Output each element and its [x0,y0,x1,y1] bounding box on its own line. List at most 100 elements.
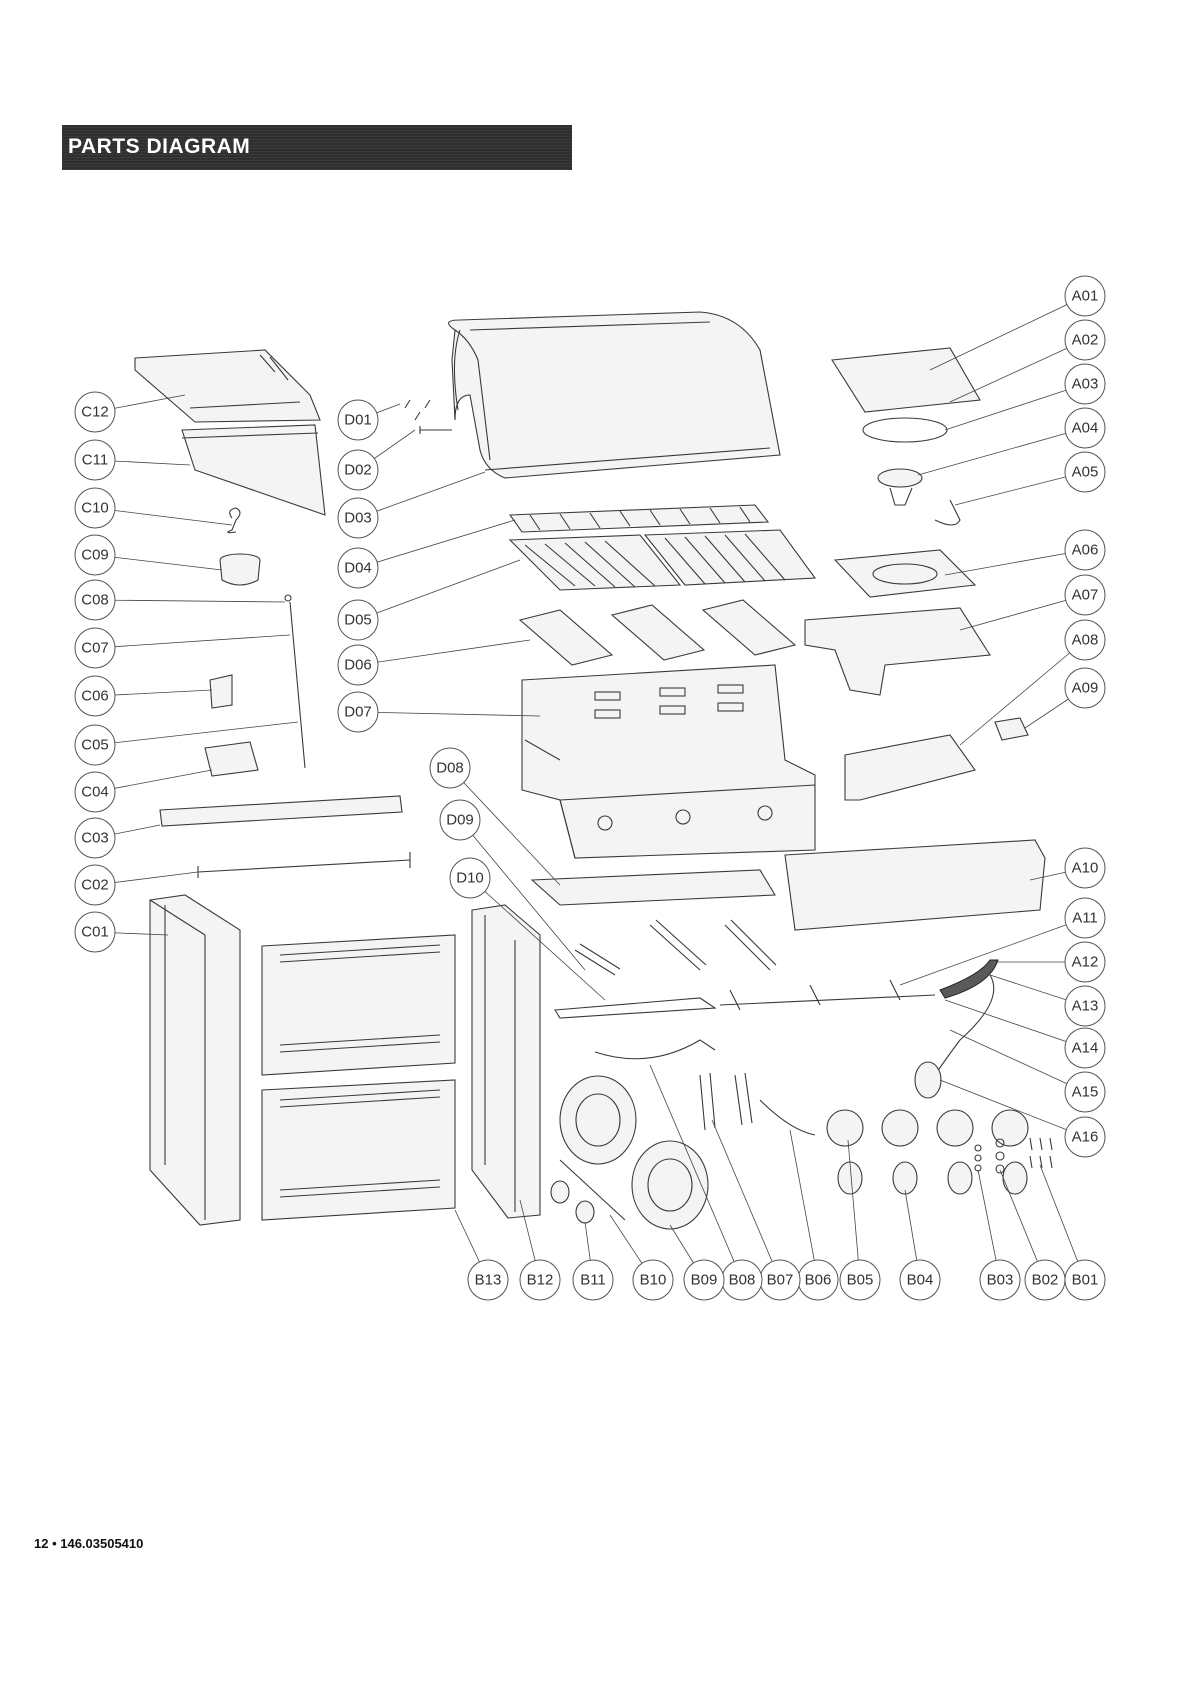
callout-text-c02: C02 [81,877,109,894]
callout-d03: D03 [338,498,378,538]
gas-manifold-part [720,960,998,1098]
callout-text-d02: D02 [344,462,372,479]
callout-text-a05: A05 [1072,464,1099,481]
callout-text-a13: A13 [1072,998,1099,1015]
callout-a06: A06 [1065,530,1105,570]
callout-c11: C11 [75,440,115,480]
callout-text-a04: A04 [1072,420,1099,437]
left-frame-part [150,895,240,1225]
callout-text-a01: A01 [1072,288,1099,305]
firebox-part [522,665,815,858]
callout-text-c11: C11 [82,452,108,469]
callout-b05: B05 [840,1260,880,1300]
callout-text-a14: A14 [1072,1040,1099,1057]
callout-text-a03: A03 [1072,376,1099,393]
callout-text-b12: B12 [527,1272,554,1289]
rear-rail-part [160,796,402,826]
callout-a03: A03 [1065,364,1105,404]
callout-a08: A08 [1065,620,1105,660]
callout-text-a06: A06 [1072,542,1099,559]
screw-part [285,595,291,601]
callout-b12: B12 [520,1260,560,1300]
callout-text-c08: C08 [81,592,109,609]
leader-line-a01 [930,296,1085,370]
callout-a14: A14 [1065,1028,1105,1068]
leader-line-d04 [358,520,515,568]
callout-text-a02: A02 [1072,332,1099,349]
callout-d07: D07 [338,692,378,732]
callout-a10: A10 [1065,848,1105,888]
leader-line-b06 [790,1130,818,1280]
burner-tubes-part [575,920,776,975]
callout-c07: C07 [75,628,115,668]
rod-part [290,602,305,768]
callout-a04: A04 [1065,408,1105,448]
leader-line-d07 [358,712,540,716]
callout-c03: C03 [75,818,115,858]
igniter-wire-part [935,500,960,525]
callout-b10: B10 [633,1260,673,1300]
flame-tamers-part [520,600,795,665]
warming-rack-part [510,505,768,532]
callout-text-c03: C03 [81,830,109,847]
grease-tray-part [532,870,775,905]
burner-grate-part [863,418,947,442]
callout-text-c04: C04 [81,784,109,801]
callout-b11: B11 [573,1260,613,1300]
callout-text-a15: A15 [1072,1084,1099,1101]
callout-text-c10: C10 [81,500,109,517]
callout-b03: B03 [980,1260,1020,1300]
callout-text-c09: C09 [81,547,109,564]
callout-d09: D09 [440,800,480,840]
callout-text-b09: B09 [691,1272,718,1289]
callout-a13: A13 [1065,986,1105,1026]
callout-b06: B06 [798,1260,838,1300]
callout-text-b07: B07 [767,1272,794,1289]
callout-text-b13: B13 [475,1272,502,1289]
callout-c10: C10 [75,488,115,528]
callout-text-d04: D04 [344,560,372,577]
control-panel-part [785,840,1045,930]
callout-a05: A05 [1065,452,1105,492]
handle-block-part [205,742,258,776]
callout-text-d01: D01 [344,412,372,429]
leader-line-d05 [358,560,520,620]
callout-c09: C09 [75,535,115,575]
callout-b02: B02 [1025,1260,1065,1300]
page-footer: 12 • 146.03505410 [34,1536,143,1551]
right-frame-part [472,905,540,1218]
side-burner-parts [805,348,1028,800]
side-shelf-part [135,350,320,422]
callout-text-d10: D10 [456,870,484,887]
callout-a16: A16 [1065,1117,1105,1157]
callout-a11: A11 [1065,898,1105,938]
callout-text-b01: B01 [1072,1272,1099,1289]
callout-a15: A15 [1065,1072,1105,1112]
callout-b07: B07 [760,1260,800,1300]
callout-text-d08: D08 [436,760,464,777]
callout-text-c05: C05 [81,737,109,754]
callout-a12: A12 [1065,942,1105,982]
callout-text-d09: D09 [446,812,474,829]
callout-b01: B01 [1065,1260,1105,1300]
callout-text-a12: A12 [1072,954,1099,971]
callout-a01: A01 [1065,276,1105,316]
leader-line-c05 [95,722,298,745]
callout-b13: B13 [468,1260,508,1300]
shelf-front-part [182,425,325,515]
callout-text-b05: B05 [847,1272,874,1289]
callout-c04: C04 [75,772,115,812]
callout-c06: C06 [75,676,115,716]
callout-text-b02: B02 [1032,1272,1059,1289]
leader-line-a02 [950,340,1085,402]
cross-bar-part [198,852,410,878]
hinge-screws-part [405,400,452,434]
control-bezels-part [827,1110,1028,1146]
leader-line-b07 [712,1120,780,1280]
caster-part [551,1181,569,1203]
valve-knob-part [995,718,1028,740]
callout-b04: B04 [900,1260,940,1300]
control-knobs-part [838,1162,1027,1194]
callout-c01: C01 [75,912,115,952]
callout-text-c07: C07 [81,640,109,657]
